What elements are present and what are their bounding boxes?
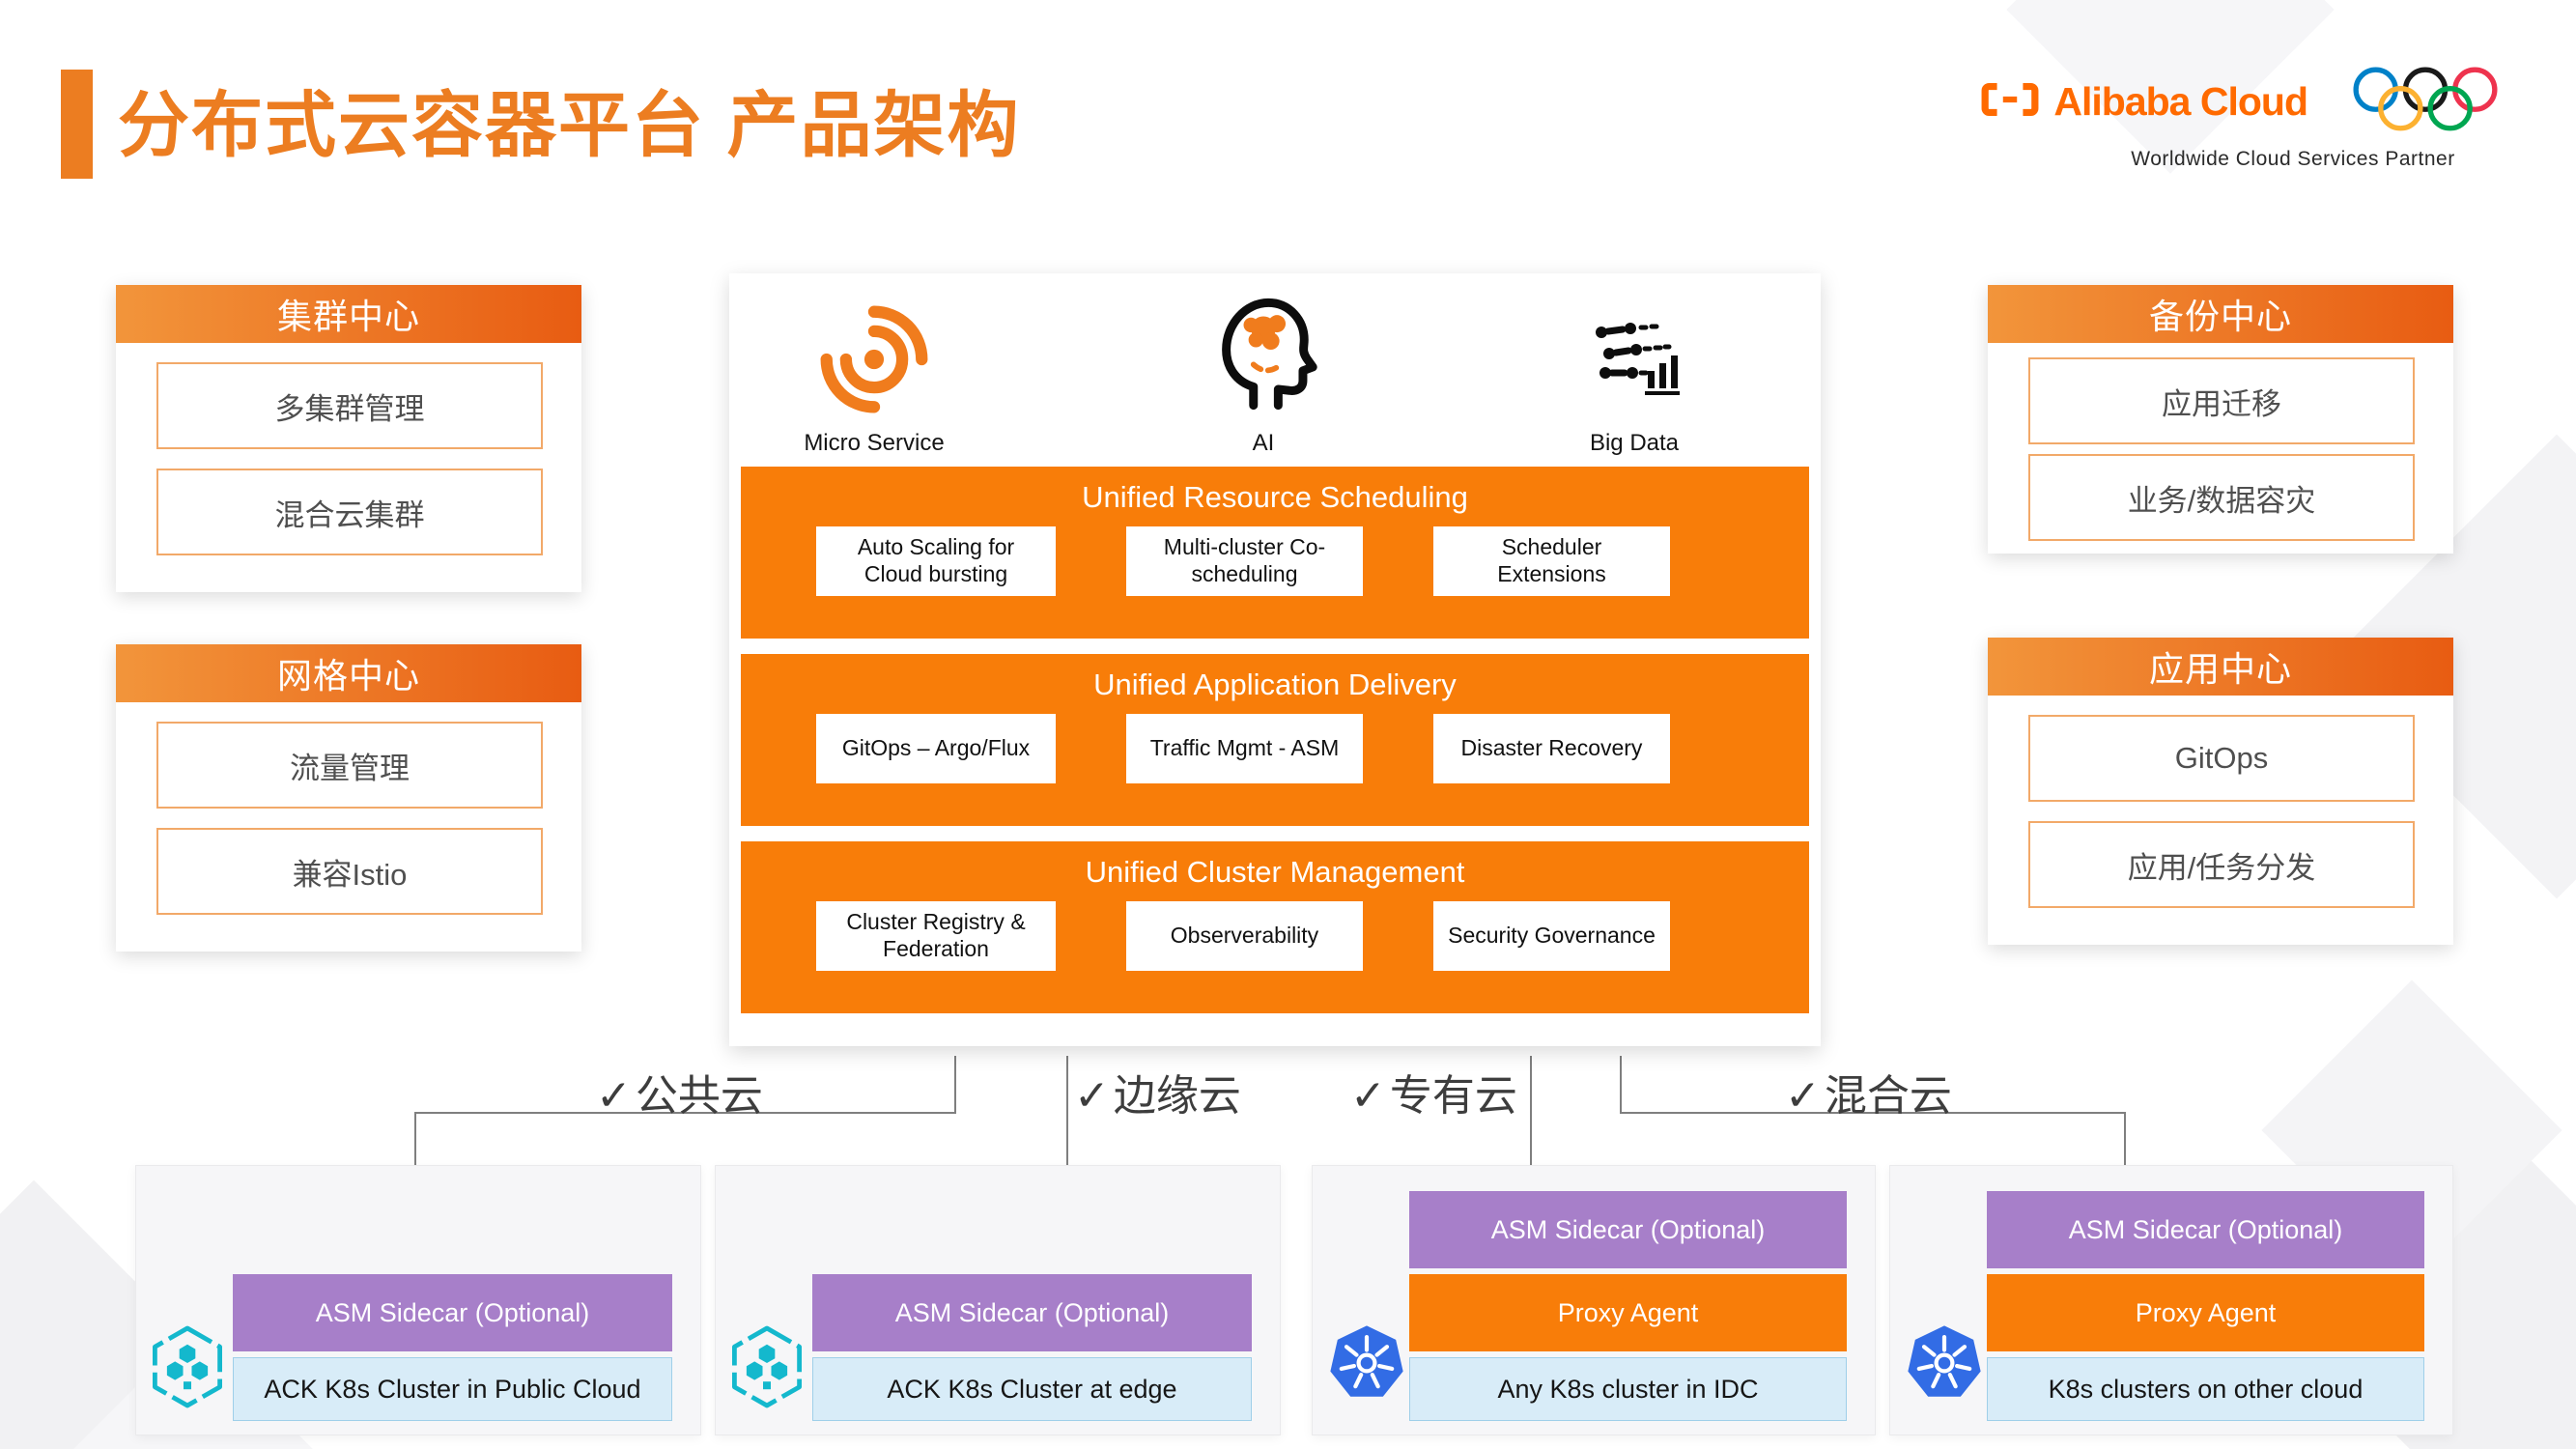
cluster-bar: K8s clusters on other cloud	[1987, 1357, 2424, 1421]
band-item: Security Governance	[1433, 901, 1670, 971]
connector-public-cloud	[954, 1056, 956, 1114]
ack-hexagon-icon	[149, 1322, 226, 1416]
cloud-label-edge: ✓边缘云	[1074, 1061, 1241, 1122]
band-item: Multi-cluster Co-scheduling	[1126, 526, 1363, 596]
connector-public-cloud	[414, 1112, 416, 1166]
kubernetes-wheel-icon	[1325, 1322, 1408, 1408]
cloud-label-text: 混合云	[1824, 1072, 1952, 1120]
panel-item: 应用/任务分发	[2028, 821, 2415, 908]
workload-micro-service: Micro Service	[768, 291, 980, 457]
asm-sidecar-bar: ASM Sidecar (Optional)	[1409, 1191, 1847, 1268]
asm-sidecar-bar: ASM Sidecar (Optional)	[1987, 1191, 2424, 1268]
cloud-label-text: 边缘云	[1113, 1072, 1241, 1120]
alibaba-cloud-bracket-icon	[1980, 80, 2040, 124]
olympic-rings-icon	[2350, 64, 2501, 140]
cluster-bar: ACK K8s Cluster at edge	[812, 1357, 1252, 1421]
panel-item: 多集群管理	[156, 362, 543, 449]
panel-item: 兼容Istio	[156, 828, 543, 915]
band-title: Unified Cluster Management	[1085, 855, 1465, 889]
panel-mesh-center: 网格中心 流量管理 兼容Istio	[116, 644, 581, 952]
panel-app-center: 应用中心 GitOps 应用/任务分发	[1988, 638, 2453, 945]
cloud-label-hybrid: ✓混合云	[1785, 1061, 1952, 1122]
workload-label: AI	[1252, 430, 1275, 456]
title-accent-bar	[61, 70, 93, 179]
band-item: Cluster Registry & Federation	[816, 901, 1056, 971]
check-icon: ✓	[596, 1072, 632, 1120]
cluster-bar: Any K8s cluster in IDC	[1409, 1357, 1847, 1421]
panel-item: 混合云集群	[156, 469, 543, 555]
connector-hybrid-cloud	[2124, 1112, 2126, 1166]
cloud-label-private: ✓专有云	[1350, 1061, 1517, 1122]
cloud-label-text: 专有云	[1389, 1072, 1517, 1120]
brand-name: Alibaba Cloud	[2053, 79, 2308, 124]
core-platform-panel: Micro Service AI	[729, 273, 1821, 1046]
band-item: Traffic Mgmt - ASM	[1126, 714, 1363, 783]
cluster-card-private-cloud: ASM Sidecar (Optional) Proxy Agent Any K…	[1312, 1165, 1876, 1435]
band-unified-resource-scheduling: Unified Resource Scheduling Auto Scaling…	[741, 467, 1809, 639]
proxy-agent-bar: Proxy Agent	[1987, 1274, 2424, 1351]
band-item: GitOps – Argo/Flux	[816, 714, 1056, 783]
panel-item: GitOps	[2028, 715, 2415, 802]
panel-header: 网格中心	[116, 644, 581, 702]
check-icon: ✓	[1074, 1072, 1110, 1120]
check-icon: ✓	[1785, 1072, 1821, 1120]
band-unified-application-delivery: Unified Application Delivery GitOps – Ar…	[741, 654, 1809, 826]
check-icon: ✓	[1350, 1072, 1386, 1120]
cluster-card-public-cloud: ASM Sidecar (Optional) ACK K8s Cluster i…	[135, 1165, 701, 1435]
cluster-card-edge-cloud: ASM Sidecar (Optional) ACK K8s Cluster a…	[715, 1165, 1281, 1435]
band-item: Scheduler Extensions	[1433, 526, 1670, 596]
panel-item: 业务/数据容灾	[2028, 454, 2415, 541]
workload-big-data: Big Data	[1528, 291, 1741, 457]
connector-private-cloud	[1530, 1056, 1532, 1174]
page-title: 分布式云容器平台 产品架构	[118, 85, 1021, 165]
panel-item: 流量管理	[156, 722, 543, 809]
band-item: Observerability	[1126, 901, 1363, 971]
panel-item: 应用迁移	[2028, 357, 2415, 444]
connector-hybrid-cloud	[1620, 1056, 1622, 1114]
cluster-card-hybrid-cloud: ASM Sidecar (Optional) Proxy Agent K8s c…	[1889, 1165, 2453, 1435]
connector-hybrid-cloud	[1620, 1112, 2126, 1114]
connector-edge-cloud	[1066, 1056, 1068, 1174]
kubernetes-wheel-icon	[1903, 1322, 1986, 1408]
ai-head-icon	[1202, 286, 1325, 418]
workload-ai: AI	[1157, 291, 1370, 457]
connector-public-cloud	[414, 1112, 956, 1114]
cloud-label-public: ✓公共云	[596, 1061, 763, 1122]
band-item: Disaster Recovery	[1433, 714, 1670, 783]
band-title: Unified Resource Scheduling	[1082, 480, 1468, 514]
proxy-agent-bar: Proxy Agent	[1409, 1274, 1847, 1351]
alibaba-cloud-logo: Alibaba Cloud Worldwide Cloud Services P…	[1981, 64, 2501, 171]
panel-cluster-center: 集群中心 多集群管理 混合云集群	[116, 285, 581, 592]
cluster-bar: ACK K8s Cluster in Public Cloud	[233, 1357, 672, 1421]
asm-sidecar-bar: ASM Sidecar (Optional)	[233, 1274, 672, 1351]
cloud-label-text: 公共云	[635, 1072, 763, 1120]
microservice-spiral-icon	[820, 305, 928, 418]
panel-header: 应用中心	[1988, 638, 2453, 696]
partner-text: Worldwide Cloud Services Partner	[2131, 148, 2455, 170]
band-title: Unified Application Delivery	[1093, 668, 1457, 701]
ack-hexagon-icon	[728, 1322, 806, 1416]
workload-label: Micro Service	[804, 430, 945, 456]
panel-header: 备份中心	[1988, 285, 2453, 343]
asm-sidecar-bar: ASM Sidecar (Optional)	[812, 1274, 1252, 1351]
panel-backup-center: 备份中心 应用迁移 业务/数据容灾	[1988, 285, 2453, 554]
panel-header: 集群中心	[116, 285, 581, 343]
bigdata-icon	[1584, 317, 1684, 418]
workload-label: Big Data	[1589, 430, 1680, 456]
band-unified-cluster-management: Unified Cluster Management Cluster Regis…	[741, 841, 1809, 1013]
band-item: Auto Scaling for Cloud bursting	[816, 526, 1056, 596]
